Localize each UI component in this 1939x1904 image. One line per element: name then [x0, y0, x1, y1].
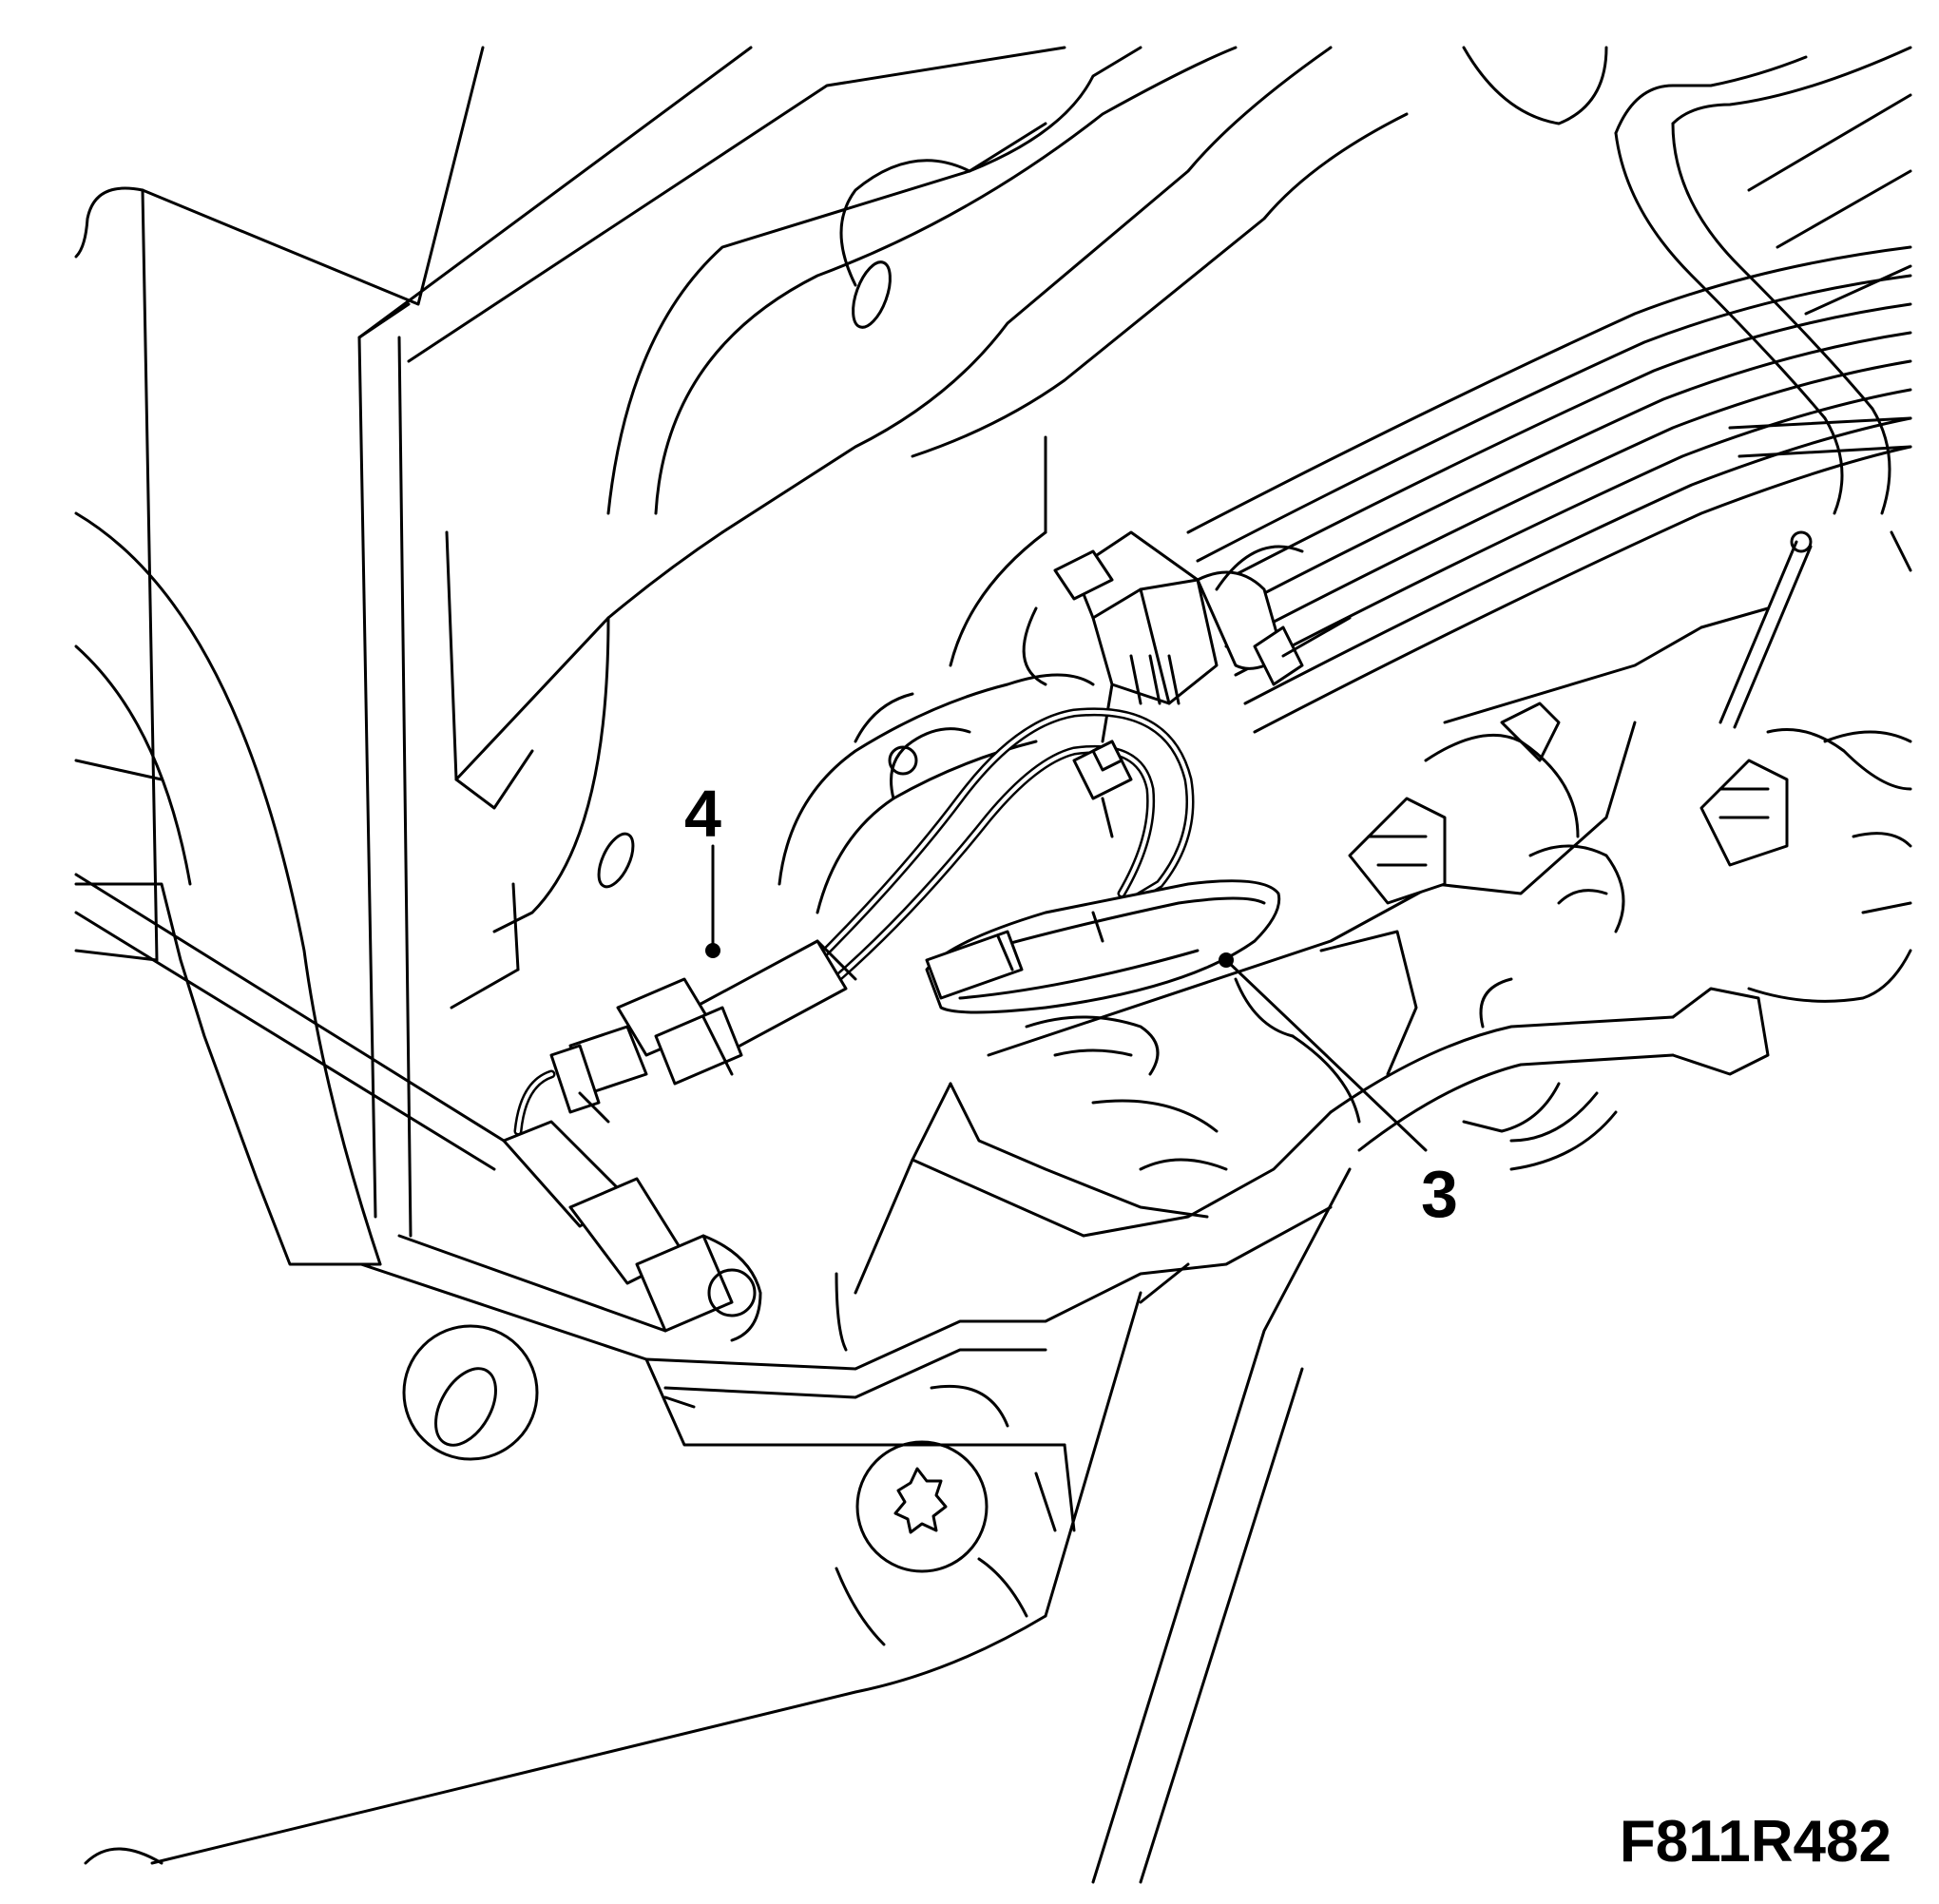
figure-code: F811R482: [1620, 1809, 1891, 1875]
callout-4-dot: [705, 943, 720, 958]
left-body-panel: [74, 46, 485, 1266]
callout-3-label: 3: [1421, 1157, 1458, 1231]
cable-rod: [74, 873, 762, 1361]
hose-grommet: [778, 673, 1095, 914]
lower-structure: [84, 1167, 1352, 1884]
callout-leaders: [705, 844, 1428, 1152]
callout-3-dot: [1219, 952, 1234, 968]
brake-pipe-bundle: [1186, 46, 1912, 734]
right-mounts: [1348, 530, 1912, 1003]
harness-connector-top: [1022, 530, 1352, 743]
suspension-bracket: [835, 721, 1770, 1352]
upper-body-structure: [357, 46, 1608, 1010]
connector-4: [513, 939, 857, 1136]
sensor-3: [925, 879, 1281, 1014]
callout-4-label: 4: [684, 777, 721, 851]
wiring-harness: [813, 707, 1195, 984]
callout-3-leader: [1224, 958, 1428, 1152]
